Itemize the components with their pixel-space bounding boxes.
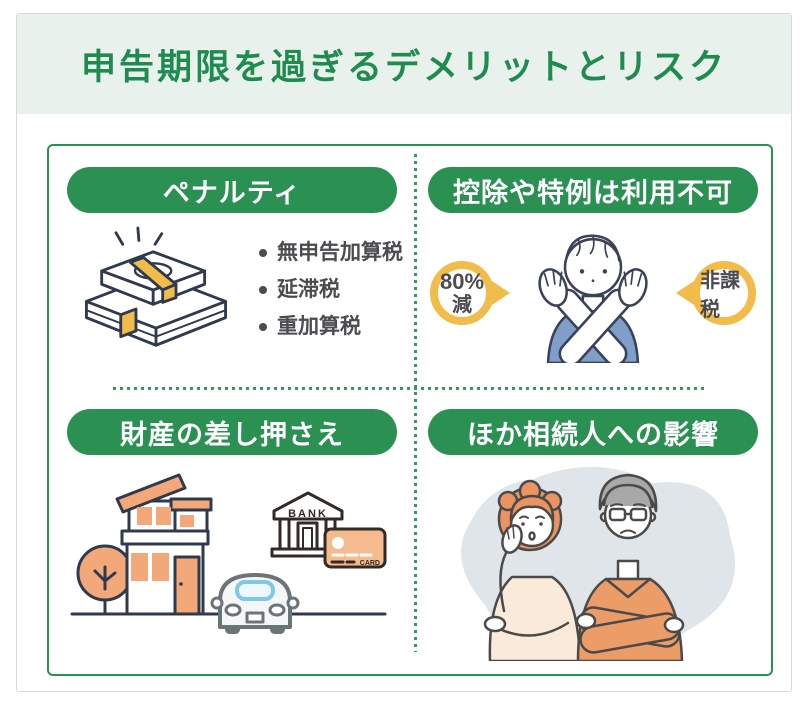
header-band: 申告期限を過ぎるデメリットとリスク [17,14,791,114]
badge-tax-exempt: 非課税 [692,261,756,325]
infographic-card: 申告期限を過ぎるデメリットとリスク ペナルティ [16,13,792,692]
quadrant-penalty: ペナルティ [49,146,415,388]
quadrant-grid: ペナルティ [49,146,771,674]
no-deduction-body: 80% 減 [415,223,771,363]
house-bank-car-icon: BANK CARD [70,473,387,634]
bank-label: BANK [288,508,328,520]
divider-horizontal [113,387,707,390]
badge-80-percent-reduction: 80% 減 [430,261,494,325]
money-stack-icon [85,226,227,347]
badge-label: 非課税 [700,270,740,321]
quadrant-no-deduction: 控除や特例は利用不可 80% 減 [415,146,771,388]
divider-vertical [414,154,417,652]
seizure-heading-label: 財産の差し押さえ [120,419,344,450]
seizure-heading: 財産の差し押さえ [67,409,397,455]
badge-line2: 減 [452,294,472,316]
penalty-body: 無申告加算税 延滞税 重加算税 [49,225,415,354]
list-item-tax-1: 無申告加算税 [255,234,403,271]
seizure-body: BANK CARD [49,469,415,647]
list-item-tax-3: 重加算税 [255,308,403,345]
heirs-heading-label: ほか相続人への影響 [467,419,719,450]
worried-elderly-couple-icon [461,466,735,661]
heirs-body [415,461,771,661]
list-item-tax-2: 延滞税 [255,271,403,308]
no-deduction-heading: 控除や特例は利用不可 [428,167,758,213]
content-box: ペナルティ [47,144,773,676]
quadrant-seizure: 財産の差し押さえ [49,388,415,674]
card-label: CARD [360,560,380,567]
badge-line1: 80% [439,269,485,294]
penalty-heading: ペナルティ [67,167,397,213]
penalty-list: 無申告加算税 延滞税 重加算税 [255,234,403,345]
page-title: 申告期限を過ぎるデメリットとリスク [80,47,727,87]
no-deduction-heading-label: 控除や特例は利用不可 [453,177,733,208]
person-crossing-arms-icon [538,234,653,363]
quadrant-heirs: ほか相続人への影響 [415,388,771,674]
penalty-heading-label: ペナルティ [162,177,302,208]
heirs-heading: ほか相続人への影響 [428,409,758,455]
